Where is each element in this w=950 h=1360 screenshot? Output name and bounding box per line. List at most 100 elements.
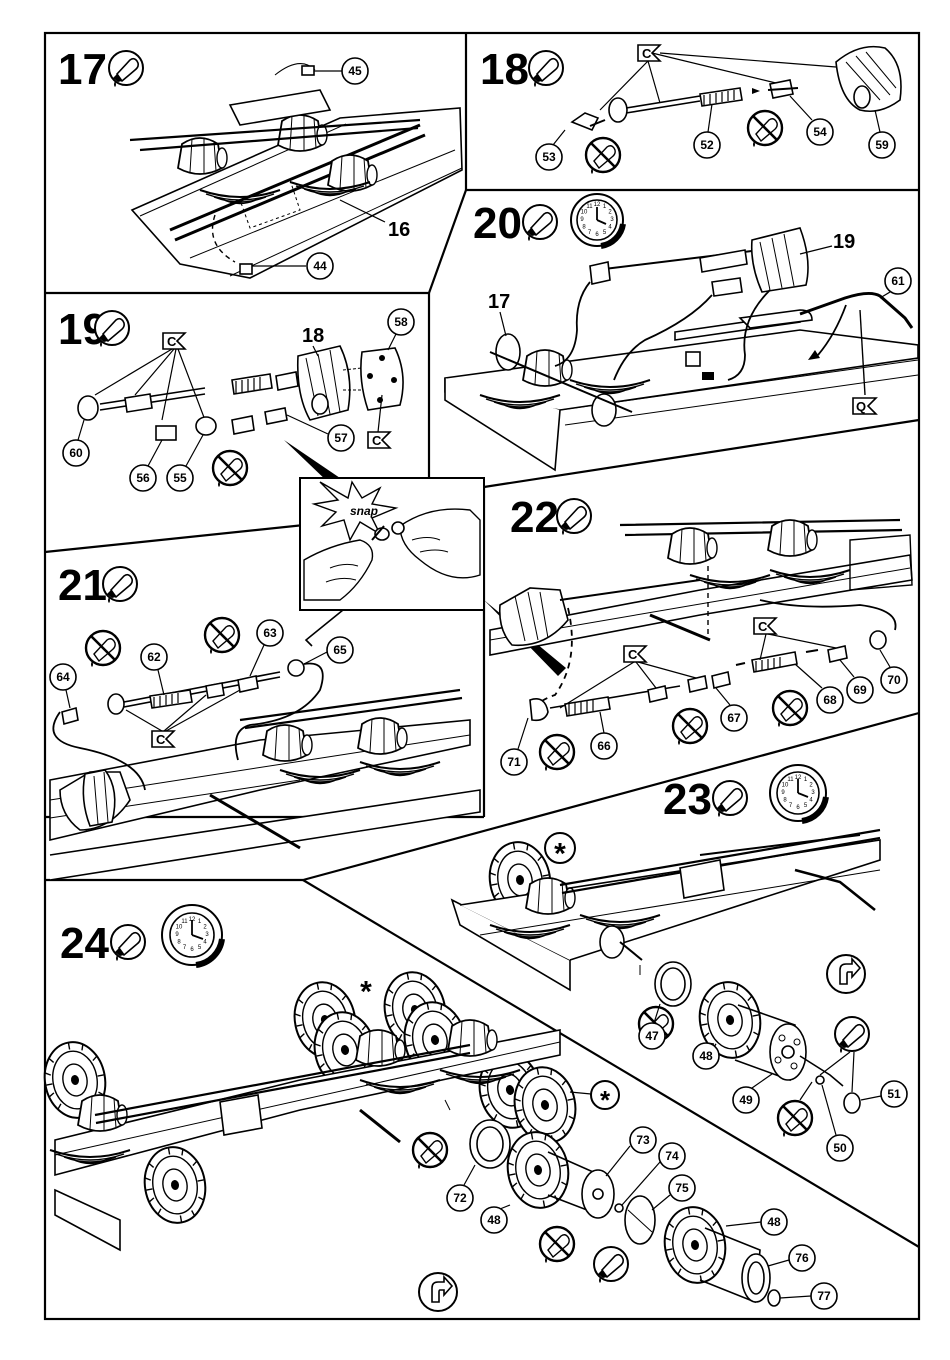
callout-71: 71 <box>501 749 527 775</box>
svg-text:Q: Q <box>856 399 866 414</box>
clock-digit: 11 <box>586 204 593 210</box>
step-17: 17 45 16 44 <box>58 45 462 279</box>
step-23-number: 23 <box>663 775 712 824</box>
label-c: C <box>368 432 390 448</box>
callout-65: 65 <box>327 637 353 663</box>
glue-icon <box>835 1017 869 1053</box>
svg-text:48: 48 <box>699 1049 713 1063</box>
callout-73: 73 <box>630 1127 656 1153</box>
clock-digit: 12 <box>795 775 802 781</box>
svg-text:C: C <box>167 334 177 349</box>
callout-50: 50 <box>827 1135 853 1161</box>
clock-digit: 10 <box>581 210 588 216</box>
callout-77: 77 <box>811 1283 837 1309</box>
svg-text:63: 63 <box>263 626 277 640</box>
callout-66: 66 <box>591 733 617 759</box>
svg-text:59: 59 <box>875 138 889 152</box>
clock-digit: 11 <box>181 919 188 925</box>
no-glue-icon <box>205 618 239 654</box>
svg-text:58: 58 <box>394 315 408 329</box>
callout-54: 54 <box>807 119 833 145</box>
glue-icon <box>523 205 557 241</box>
svg-text:72: 72 <box>453 1191 467 1205</box>
label-c: C <box>152 731 174 747</box>
svg-text:68: 68 <box>823 693 837 707</box>
glue-icon <box>111 925 145 961</box>
no-glue-icon <box>673 709 707 745</box>
no-glue-icon <box>540 1227 574 1263</box>
callout-57: 57 <box>328 425 354 451</box>
glue-icon <box>103 567 137 603</box>
clock-digit: 10 <box>176 925 183 931</box>
callout-68: 68 <box>817 687 843 713</box>
step-21-number: 21 <box>58 561 107 610</box>
svg-text:74: 74 <box>665 1149 679 1163</box>
svg-text:56: 56 <box>136 471 150 485</box>
clock-digit: 11 <box>787 777 794 783</box>
clock-digit: 10 <box>782 783 789 789</box>
svg-text:C: C <box>758 619 768 634</box>
glue-icon <box>109 51 143 87</box>
callout-76: 76 <box>789 1245 815 1271</box>
no-glue-icon <box>213 451 247 487</box>
svg-text:67: 67 <box>727 711 741 725</box>
svg-text:C: C <box>628 647 638 662</box>
svg-text:48: 48 <box>487 1213 501 1227</box>
svg-text:71: 71 <box>507 755 521 769</box>
no-glue-icon <box>773 691 807 727</box>
asterisk-marker: * <box>360 976 372 1009</box>
svg-text:45: 45 <box>348 64 362 78</box>
glue-icon <box>594 1247 628 1283</box>
no-glue-icon <box>86 631 120 667</box>
svg-text:70: 70 <box>887 673 901 687</box>
step-18: 18 C 53 52 54 59 <box>480 45 901 174</box>
step-19: 19 C C <box>58 305 414 491</box>
callout-55: 55 <box>167 465 193 491</box>
svg-text:62: 62 <box>147 650 161 664</box>
svg-text:C: C <box>372 433 382 448</box>
callout-58: 58 <box>388 309 414 335</box>
step-20-illustration <box>445 228 918 470</box>
callout-62: 62 <box>141 644 167 670</box>
svg-text:54: 54 <box>813 125 827 139</box>
no-glue-icon <box>586 138 620 174</box>
svg-text:69: 69 <box>853 683 867 697</box>
clock-digit: 12 <box>189 917 196 923</box>
svg-text:65: 65 <box>333 643 347 657</box>
glue-icon <box>529 51 563 87</box>
svg-text:57: 57 <box>334 431 348 445</box>
svg-text:48: 48 <box>767 1215 781 1229</box>
svg-text:53: 53 <box>542 150 556 164</box>
callout-16: 16 <box>388 219 410 241</box>
callout-75: 75 <box>669 1175 695 1201</box>
svg-text:76: 76 <box>795 1251 809 1265</box>
no-glue-icon <box>778 1101 812 1137</box>
callout-56: 56 <box>130 465 156 491</box>
callout-48: 48 <box>761 1209 787 1235</box>
callout-72: 72 <box>447 1185 473 1211</box>
svg-text:C: C <box>156 732 166 747</box>
rotate-icon <box>419 1273 457 1311</box>
callout-52: 52 <box>694 132 720 158</box>
callout-59: 59 <box>869 132 895 158</box>
callout-48: 48 <box>481 1207 507 1233</box>
callout-47: 47 <box>639 1023 665 1049</box>
no-glue-icon <box>748 111 782 147</box>
callout-61: 61 <box>885 268 911 294</box>
label-c: C <box>624 646 646 662</box>
svg-text:64: 64 <box>56 670 70 684</box>
svg-text:50: 50 <box>833 1141 847 1155</box>
svg-text:75: 75 <box>675 1181 689 1195</box>
glue-icon <box>557 499 591 535</box>
svg-text:44: 44 <box>313 259 327 273</box>
label-c: C <box>163 333 185 349</box>
callout-48: 48 <box>693 1043 719 1069</box>
callout-74: 74 <box>659 1143 685 1169</box>
step-17-illustration <box>130 64 462 278</box>
clock-icon: 121234567891011 <box>770 765 826 821</box>
svg-text:51: 51 <box>887 1087 901 1101</box>
step-21-illustration <box>50 660 480 880</box>
